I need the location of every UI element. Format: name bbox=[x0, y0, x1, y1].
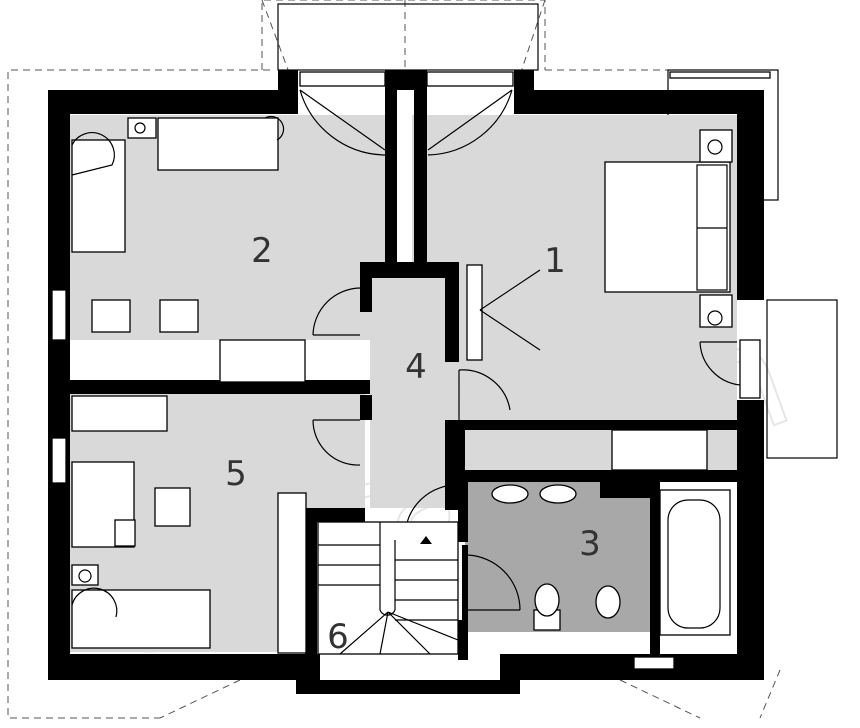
room-label-2: 2 bbox=[251, 231, 273, 271]
room-label-1: 1 bbox=[544, 241, 566, 281]
walls bbox=[48, 70, 764, 694]
stairs bbox=[317, 521, 459, 655]
room-2-furniture bbox=[71, 115, 306, 383]
room-1-furniture bbox=[466, 129, 733, 471]
windows bbox=[51, 71, 771, 670]
balcony-right bbox=[766, 299, 838, 459]
room-label-6: 6 bbox=[327, 617, 349, 657]
room-label-4: 4 bbox=[405, 347, 427, 387]
room-label-3: 3 bbox=[579, 524, 601, 564]
bathroom-fixtures bbox=[491, 484, 731, 636]
room-5-furniture bbox=[71, 395, 307, 654]
room-label-5: 5 bbox=[225, 454, 247, 494]
balcony-top bbox=[277, 3, 539, 71]
room-labels: 1 2 3 4 5 6 bbox=[225, 231, 601, 657]
